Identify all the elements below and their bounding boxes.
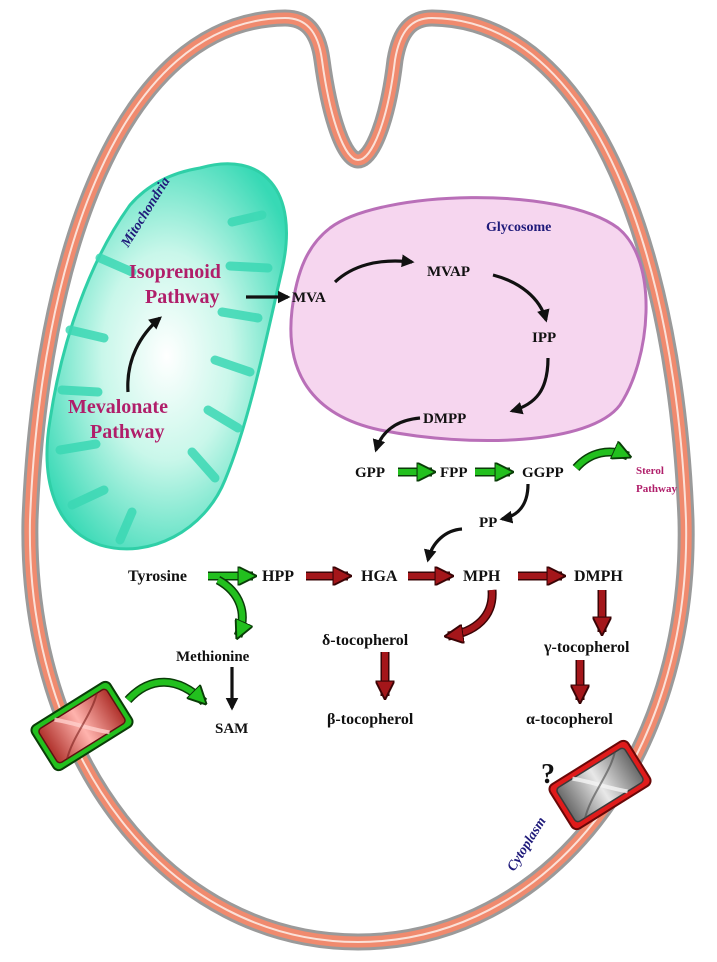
arrow-mevalonate-to-isoprenoid (126, 316, 162, 393)
cell-membrane (21, 9, 695, 951)
label-beta-tocopherol: β-tocopherol (327, 711, 414, 728)
label-gpp: GPP (355, 465, 385, 481)
mevalonate-pathway-line1: Mevalonate (68, 396, 168, 418)
label-hga: HGA (361, 568, 398, 585)
label-ggpp: GGPP (522, 465, 564, 481)
label-mvap: MVAP (427, 264, 470, 280)
isoprenoid-pathway-line2: Pathway (145, 286, 219, 308)
arrow-ggpp-to-pp (499, 483, 530, 524)
label-sterol-line1: Sterol (636, 465, 664, 477)
label-dmph: DMPH (574, 568, 623, 585)
glycosome: Glycosome (289, 196, 648, 443)
label-sam: SAM (215, 721, 248, 737)
label-methionine: Methionine (176, 649, 250, 665)
mevalonate-pathway-line2: Pathway (90, 421, 164, 443)
black-arrows (126, 254, 550, 711)
arrow-ipp-to-dmpp (509, 357, 550, 415)
label-hpp: HPP (262, 568, 294, 585)
label-sterol-line2: Pathway (636, 483, 677, 495)
arrow-pp-to-mph (423, 527, 463, 563)
arrow-ggpp-to-sterol (572, 452, 628, 472)
label-tyrosine: Tyrosine (128, 568, 187, 585)
label-delta-tocopherol: δ-tocopherol (322, 632, 409, 649)
metabolite-labels: MVA MVAP IPP DMPP GPP FPP GGPP Sterol Pa… (128, 264, 677, 737)
arrow-mva-to-mvap (333, 254, 415, 284)
unknown-transporter (548, 739, 652, 831)
mitochondria: Mitochondria (45, 162, 288, 551)
mitochondria-cristae (55, 210, 273, 545)
label-gamma-tocopherol: γ-tocopherol (543, 639, 630, 656)
arrow-dmpp-to-gpp (372, 416, 421, 453)
methionine-transporter (30, 680, 134, 772)
green-arrows (124, 452, 628, 702)
label-dmpp: DMPP (423, 411, 466, 427)
glycosome-label: Glycosome (486, 220, 551, 235)
label-mph: MPH (463, 568, 501, 585)
label-mva: MVA (292, 290, 326, 306)
label-ipp: IPP (532, 330, 556, 346)
label-pp: PP (479, 515, 497, 531)
question-mark: ? (541, 759, 555, 790)
isoprenoid-pathway-line1: Isoprenoid (129, 261, 221, 283)
arrow-transporter-to-sam (124, 677, 204, 702)
label-alpha-tocopherol: α-tocopherol (526, 711, 613, 728)
arrow-mph-to-delta-tocopherol (448, 589, 497, 636)
label-fpp: FPP (440, 465, 468, 481)
red-arrows (306, 576, 602, 700)
arrow-tyrosine-to-methionine (215, 576, 242, 636)
arrow-mvap-to-ipp (492, 273, 550, 323)
